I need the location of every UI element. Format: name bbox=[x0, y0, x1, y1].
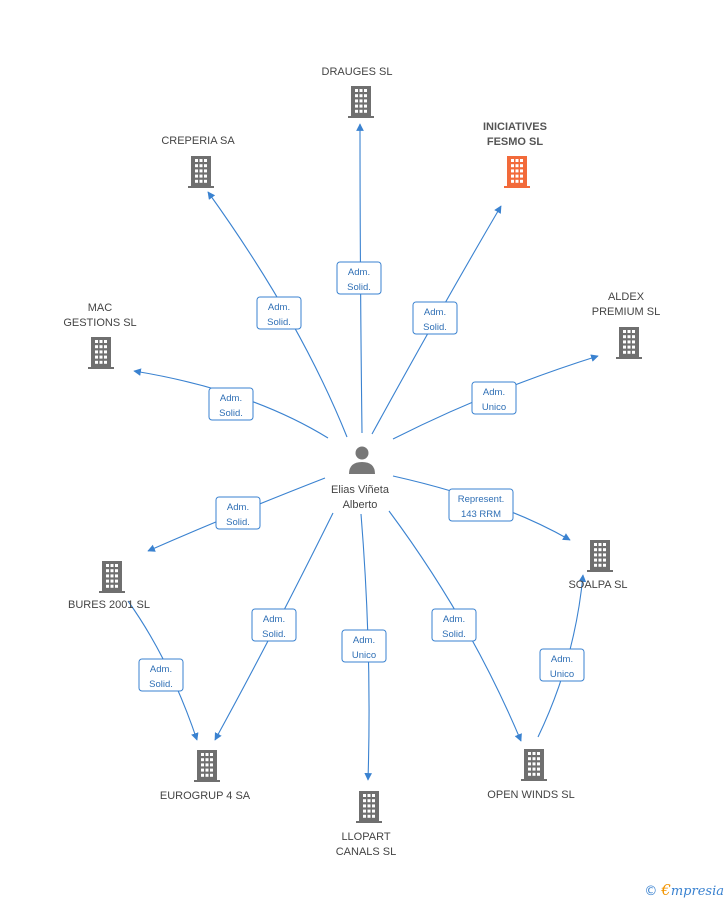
brand-name: mpresia bbox=[670, 884, 724, 899]
edge-label-openwinds[interactable]: Adm. Solid. bbox=[431, 608, 477, 642]
edge-label-llopart[interactable]: Adm. Unico bbox=[341, 629, 387, 663]
node-label: FESMO SL bbox=[487, 136, 544, 148]
building-icon[interactable] bbox=[99, 561, 125, 593]
edge-label-line: Solid. bbox=[226, 517, 250, 528]
edge-label-line: Adm. bbox=[551, 654, 573, 665]
edge-label-creperia[interactable]: Adm. Solid. bbox=[256, 296, 302, 330]
edge-label-soalpa[interactable]: Represent. 143 RRM bbox=[448, 488, 514, 522]
center-person-label: Alberto bbox=[343, 499, 378, 511]
edge-label-box bbox=[341, 629, 387, 663]
edge-label-line: Adm. bbox=[424, 307, 446, 318]
node-soalpa[interactable]: SOALPA SL bbox=[568, 540, 628, 591]
node-drauges[interactable]: DRAUGES SL bbox=[322, 66, 393, 118]
edge-label-eurogrup[interactable]: Adm. Solid. bbox=[251, 608, 297, 642]
edge-label-line: Unico bbox=[482, 402, 506, 413]
edge-label-line: Unico bbox=[550, 669, 574, 680]
edge-label-iniciatives[interactable]: Adm. Solid. bbox=[412, 301, 458, 335]
edge-label-mac[interactable]: Adm. Solid. bbox=[208, 387, 254, 421]
building-icon[interactable] bbox=[88, 337, 114, 369]
node-label: ALDEX bbox=[608, 291, 645, 303]
node-label: PREMIUM SL bbox=[592, 306, 660, 318]
edge-label-line: Adm. bbox=[443, 614, 465, 625]
node-label: DRAUGES SL bbox=[322, 66, 393, 78]
edge-label-line: Solid. bbox=[442, 629, 466, 640]
building-icon[interactable] bbox=[348, 86, 374, 118]
edge-label-box bbox=[448, 488, 514, 522]
building-icon[interactable] bbox=[356, 791, 382, 823]
edge-label-box bbox=[138, 658, 184, 692]
node-iniciatives[interactable]: INICIATIVES FESMO SL bbox=[483, 121, 547, 188]
building-icon[interactable] bbox=[616, 327, 642, 359]
node-label: MAC bbox=[88, 302, 113, 314]
node-bures[interactable]: BURES 2001 SL bbox=[68, 561, 150, 611]
edge-label-line: Adm. bbox=[150, 664, 172, 675]
building-icon[interactable] bbox=[194, 750, 220, 782]
edge-label-box bbox=[208, 387, 254, 421]
node-label: SOALPA SL bbox=[568, 579, 627, 591]
node-openwinds[interactable]: OPEN WINDS SL bbox=[487, 749, 575, 801]
edge-label-line: Unico bbox=[352, 650, 376, 661]
node-eurogrup[interactable]: EUROGRUP 4 SA bbox=[160, 750, 251, 802]
edge-label-line: Adm. bbox=[483, 387, 505, 398]
edge-label-bures-eurogrup[interactable]: Adm. Solid. bbox=[138, 658, 184, 692]
node-aldex[interactable]: ALDEX PREMIUM SL bbox=[592, 291, 660, 359]
person-icon[interactable] bbox=[349, 446, 375, 475]
node-label: GESTIONS SL bbox=[63, 317, 136, 329]
edge-label-box bbox=[539, 648, 585, 682]
edge-labels-layer: Adm. Solid. Adm. Solid. Adm. Solid. Adm. Solid.… bbox=[138, 261, 585, 692]
edge-label-line: Solid. bbox=[267, 317, 291, 328]
edge-label-line: Solid. bbox=[423, 322, 447, 333]
empresia-brand[interactable]: ©€mpresia bbox=[644, 881, 724, 899]
edge-label-line: Represent. bbox=[458, 494, 504, 505]
edge-label-box bbox=[251, 608, 297, 642]
node-label: OPEN WINDS SL bbox=[487, 789, 574, 801]
edge-label-line: Solid. bbox=[262, 629, 286, 640]
building-icon[interactable] bbox=[521, 749, 547, 781]
edge-label-line: Adm. bbox=[220, 393, 242, 404]
node-label: CANALS SL bbox=[336, 846, 397, 858]
building-icon[interactable] bbox=[504, 156, 530, 188]
nodes-layer: DRAUGES SL CREPERIA SA INICIATIVES FESMO SL… bbox=[63, 66, 660, 858]
edge-label-box bbox=[256, 296, 302, 330]
node-label: LLOPART bbox=[341, 831, 390, 843]
edge-label-bures[interactable]: Adm. Solid. bbox=[215, 496, 261, 530]
edge-label-line: Adm. bbox=[263, 614, 285, 625]
edge-label-openwinds-soalpa[interactable]: Adm. Unico bbox=[539, 648, 585, 682]
copyright-symbol: © bbox=[644, 884, 658, 899]
edge-label-line: Solid. bbox=[219, 408, 243, 419]
node-label: BURES 2001 SL bbox=[68, 599, 150, 611]
edge-label-line: Adm. bbox=[353, 635, 375, 646]
node-label: CREPERIA SA bbox=[161, 135, 235, 147]
edge-label-line: Adm. bbox=[268, 302, 290, 313]
node-mac[interactable]: MAC GESTIONS SL bbox=[63, 302, 137, 369]
node-label: INICIATIVES bbox=[483, 121, 547, 133]
edge-label-box bbox=[215, 496, 261, 530]
edge-label-line: Solid. bbox=[347, 282, 371, 293]
building-icon[interactable] bbox=[587, 540, 613, 572]
edge-label-line: Adm. bbox=[227, 502, 249, 513]
node-llopart[interactable]: LLOPART CANALS SL bbox=[336, 791, 397, 858]
node-creperia[interactable]: CREPERIA SA bbox=[161, 135, 235, 188]
node-label: EUROGRUP 4 SA bbox=[160, 790, 251, 802]
edge-label-line: Adm. bbox=[348, 267, 370, 278]
edge-label-box bbox=[412, 301, 458, 335]
edge-label-box bbox=[431, 608, 477, 642]
edge-label-box bbox=[336, 261, 382, 295]
brand-e-letter: € bbox=[661, 881, 671, 899]
edge-label-line: Solid. bbox=[149, 679, 173, 690]
edge-label-aldex[interactable]: Adm. Unico bbox=[471, 381, 517, 415]
edge-label-line: 143 RRM bbox=[461, 509, 501, 520]
center-person-label: Elias Viñeta bbox=[331, 484, 390, 496]
edge-label-box bbox=[471, 381, 517, 415]
edge-label-drauges[interactable]: Adm. Solid. bbox=[336, 261, 382, 295]
building-icon[interactable] bbox=[188, 156, 214, 188]
